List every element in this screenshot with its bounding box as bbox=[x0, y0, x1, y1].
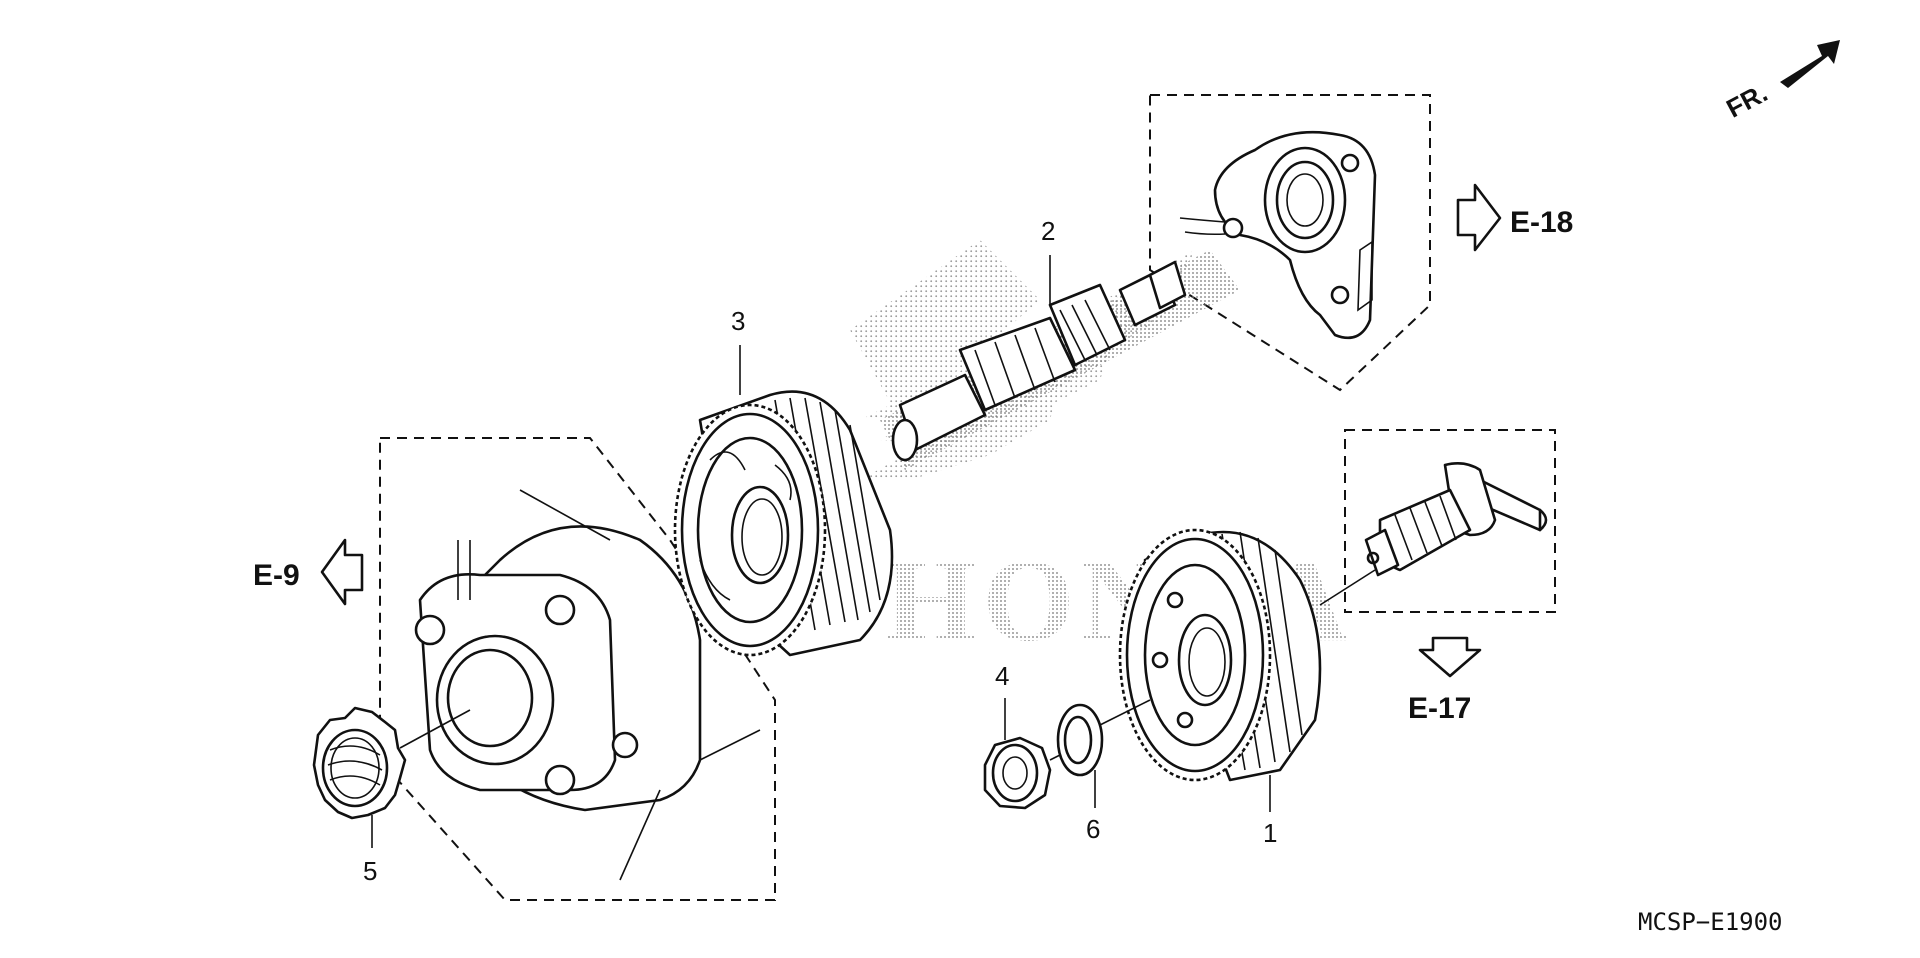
ref-e18-arrow bbox=[1456, 183, 1502, 252]
front-arrow-icon bbox=[1780, 40, 1840, 88]
part-4-nut bbox=[983, 736, 1061, 810]
part-3-gear bbox=[673, 390, 894, 657]
callout-3: 3 bbox=[731, 306, 745, 336]
ref-e18-label: E-18 bbox=[1510, 206, 1573, 239]
callout-1: 1 bbox=[1263, 818, 1277, 848]
part-2-shaft bbox=[880, 250, 1240, 470]
callout-4: 4 bbox=[995, 661, 1009, 691]
callout-5: 5 bbox=[363, 856, 377, 886]
diagram-code: MCSP−E1900 bbox=[1638, 908, 1783, 936]
ref-e9-arrow bbox=[320, 538, 364, 606]
part-5-nut bbox=[312, 706, 471, 820]
ref-e9-label: E-9 bbox=[253, 559, 300, 592]
ref-e17-arrow bbox=[1418, 636, 1482, 678]
callout-2: 2 bbox=[1041, 216, 1055, 246]
ref-e17-label: E-17 bbox=[1408, 692, 1471, 725]
leader-lines bbox=[371, 255, 1271, 848]
part-1-gear bbox=[1118, 528, 1376, 782]
part-6-washer bbox=[1056, 699, 1151, 777]
bearing-holder-box bbox=[1149, 94, 1431, 392]
callout-6: 6 bbox=[1086, 814, 1100, 844]
housing-box bbox=[379, 437, 776, 901]
front-marker-label: FR. bbox=[1721, 77, 1772, 123]
shaft-end-box bbox=[1344, 429, 1556, 613]
